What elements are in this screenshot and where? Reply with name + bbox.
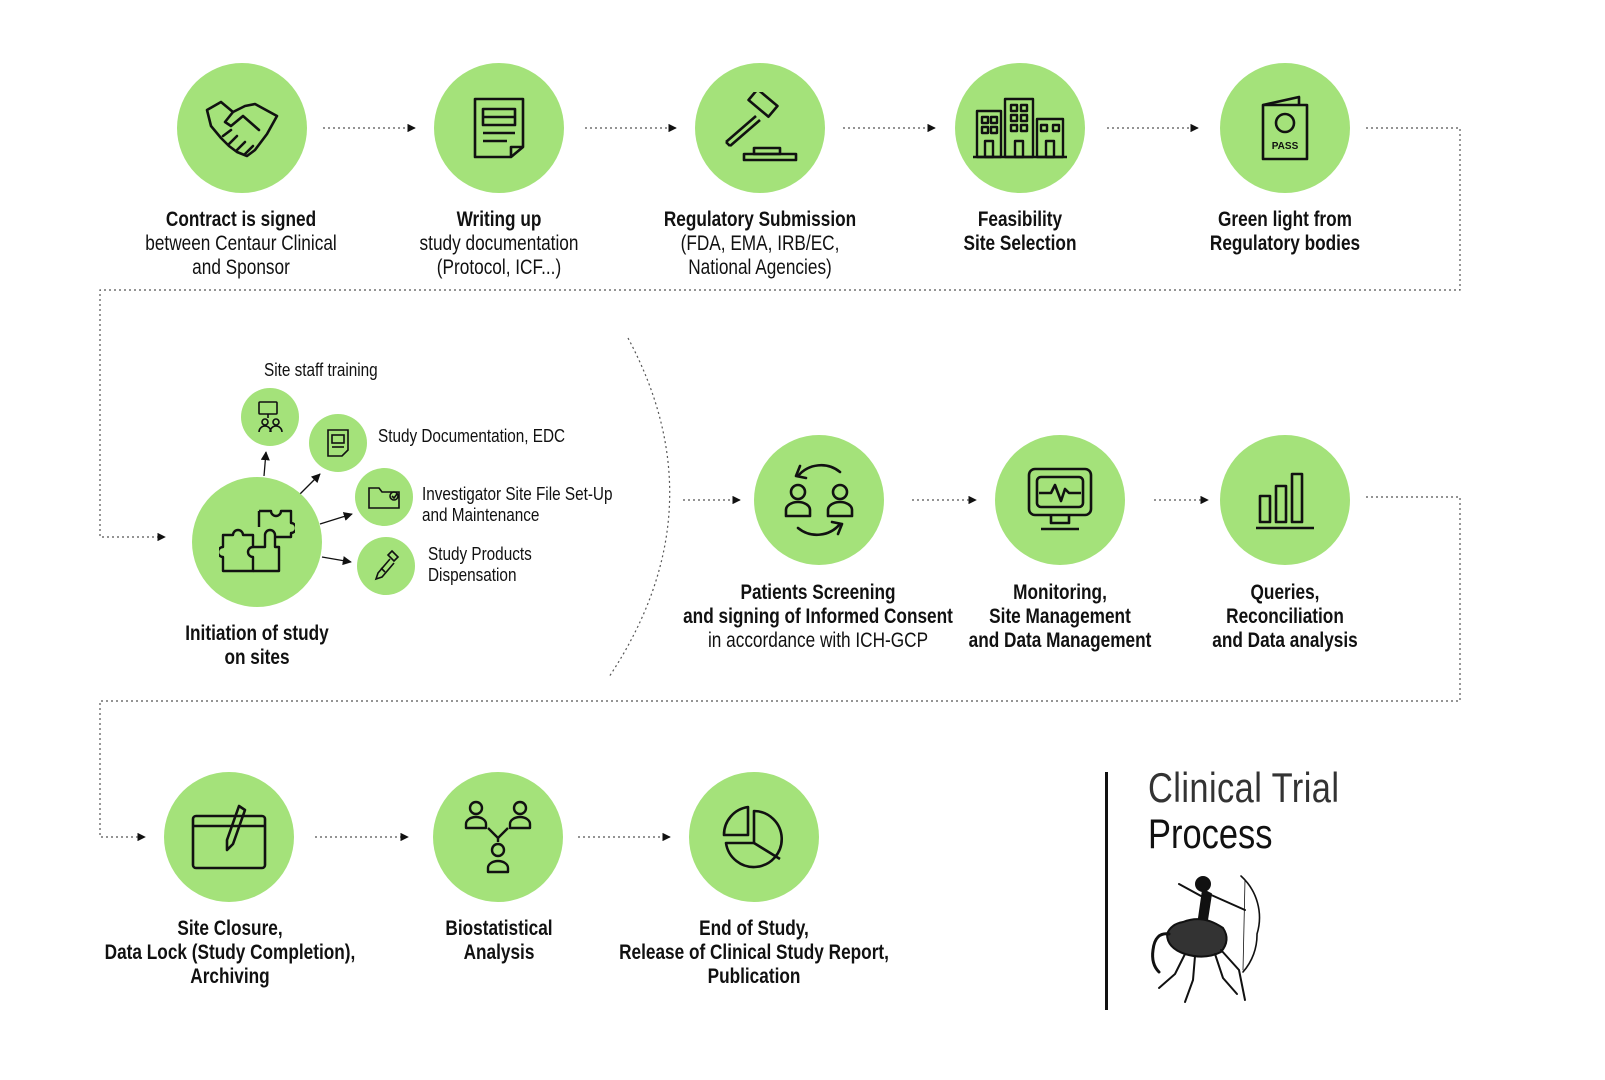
edc-document-icon xyxy=(327,429,349,457)
step-biostat-caption: Biostatistical Analysis xyxy=(445,917,553,964)
handshake-icon xyxy=(205,100,279,158)
centaur-archer-logo xyxy=(1151,875,1261,1003)
pie-chart-icon xyxy=(722,805,784,869)
monitor-icon xyxy=(1027,467,1093,531)
initiation-separator-arc xyxy=(608,337,671,678)
step-feasibility-circle xyxy=(955,63,1085,193)
step-contract-caption: Contract is signed between Centaur Clini… xyxy=(145,208,337,279)
patients-cycle-icon xyxy=(784,463,854,537)
gavel-icon xyxy=(725,92,798,162)
step-initiation-circle xyxy=(192,477,322,607)
sub-arrow-training xyxy=(260,451,270,477)
step-monitoring-caption: Monitoring, Site Management and Data Man… xyxy=(968,581,1152,652)
training-icon xyxy=(258,401,283,433)
step-closure-circle xyxy=(164,772,294,902)
tablet-pen-icon xyxy=(191,804,267,870)
sub-arrow-edc xyxy=(299,473,321,495)
substep-dispensation-circle xyxy=(357,537,415,595)
step-biostat-circle xyxy=(433,772,563,902)
substep-isf-circle xyxy=(355,468,413,526)
step-greenlight-circle: PASS xyxy=(1220,63,1350,193)
step-regulatory-caption: Regulatory Submission (FDA, EMA, IRB/EC,… xyxy=(663,208,857,279)
substep-dispensation-label: Study Products Dispensation xyxy=(428,544,532,585)
substep-isf-label: Investigator Site File Set-Up and Mainte… xyxy=(422,484,613,525)
step-contract-circle xyxy=(177,63,307,193)
folder-check-icon xyxy=(368,487,400,509)
step-end-circle xyxy=(689,772,819,902)
substep-training-circle xyxy=(241,388,299,446)
step-initiation-caption: Initiation of study on sites xyxy=(185,622,329,669)
pipette-icon xyxy=(374,549,400,581)
step-screening-circle xyxy=(754,435,884,565)
passport-icon: PASS xyxy=(1261,95,1309,161)
step-writing-circle xyxy=(434,63,564,193)
step-greenlight-caption: Green light from Regulatory bodies xyxy=(1209,208,1361,255)
puzzle-icon xyxy=(219,509,295,573)
step-feasibility-caption: Feasibility Site Selection xyxy=(963,208,1077,255)
title-divider xyxy=(1105,772,1108,1010)
network-people-icon xyxy=(464,800,532,874)
substep-edc-label: Study Documentation, EDC xyxy=(378,426,566,446)
page-title: Clinical Trial Process xyxy=(1148,765,1381,857)
step-monitoring-circle xyxy=(995,435,1125,565)
step-screening-caption: Patients Screening and signing of Inform… xyxy=(683,581,953,652)
step-regulatory-circle xyxy=(695,63,825,193)
title-line-2: Process xyxy=(1148,810,1273,857)
title-line-1: Clinical Trial xyxy=(1148,764,1340,811)
substep-training-label: Site staff training xyxy=(264,360,378,380)
connector-row1-row2 xyxy=(99,127,1461,542)
step-writing-caption: Writing up study documentation (Protocol… xyxy=(419,208,579,279)
step-closure-caption: Site Closure, Data Lock (Study Completio… xyxy=(104,917,356,988)
connector-row2-row3 xyxy=(99,496,1461,842)
substep-edc-circle xyxy=(309,414,367,472)
step-end-caption: End of Study, Release of Clinical Study … xyxy=(619,917,889,988)
step-queries-circle xyxy=(1220,435,1350,565)
step-queries-caption: Queries, Reconciliation and Data analysi… xyxy=(1212,581,1358,652)
buildings-icon xyxy=(973,97,1067,159)
sub-arrow-dispensation xyxy=(321,556,352,566)
document-icon xyxy=(473,97,525,159)
bar-chart-icon xyxy=(1256,472,1314,530)
svg-text:PASS: PASS xyxy=(1272,141,1299,152)
sub-arrow-isf xyxy=(319,512,353,525)
